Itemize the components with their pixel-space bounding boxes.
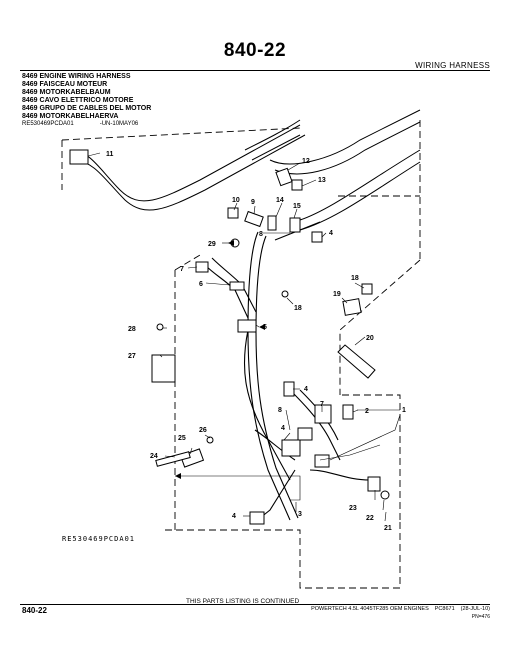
section-title: WIRING HARNESS <box>415 61 490 70</box>
component-set <box>69 149 390 525</box>
callout-23: 23 <box>349 505 357 512</box>
engine-name: POWERTECH 4.5L 4045TF285 OEM ENGINES <box>311 606 429 612</box>
callout-1: 1 <box>402 407 406 414</box>
header-divider <box>20 70 490 71</box>
callout-3: 3 <box>298 511 302 518</box>
callout-22: 22 <box>366 515 374 522</box>
callout-17: 15 <box>293 203 301 210</box>
callout-18: 18 <box>351 275 359 282</box>
callout-10: 8 <box>259 231 263 238</box>
leader-arrows <box>175 240 265 479</box>
illustration-ref-id: RE530469PCDA01 <box>22 121 74 127</box>
callout-25: 25 <box>178 435 186 442</box>
callout-21: 21 <box>384 525 392 532</box>
callout-4: 4 <box>329 230 333 237</box>
callout-14: 12 <box>302 158 310 165</box>
part-name: 8469 MOTORKABELBAUM <box>22 89 111 96</box>
callout-13: 11 <box>106 151 114 158</box>
part-name-list: 8469 ENGINE WIRING HARNESS 8469 FAISCEAU… <box>22 73 151 121</box>
callout-28: 28 <box>128 326 136 333</box>
callout-12: 10 <box>232 197 240 204</box>
callout-2: 2 <box>365 408 369 415</box>
illustration-reference: RE530469PCDA01 -UN-10MAY06 <box>22 121 138 127</box>
illustration-ref-date: -UN-10MAY06 <box>99 121 139 127</box>
page-sub-number: PN=476 <box>471 614 490 620</box>
footer-info: POWERTECH 4.5L 4045TF285 OEM ENGINES PC86… <box>311 606 490 612</box>
part-name: 8469 CAVO ELETTRICO MOTORE <box>22 97 134 104</box>
harness-trunk <box>204 221 371 521</box>
callout-24: 24 <box>150 453 158 460</box>
part-name: 8469 FAISCEAU MOTEUR <box>22 81 108 88</box>
catalog-date: (28-JUL-10) <box>460 606 490 612</box>
illustration-code: RE530469PCDA01 <box>62 535 135 543</box>
callout-15: 13 <box>318 177 326 184</box>
callout-4: 4 <box>281 425 285 432</box>
conduit-set <box>69 109 421 231</box>
callout-19: 19 <box>333 291 341 298</box>
callout-4: 4 <box>304 386 308 393</box>
catalog-number: PC8671 <box>434 606 455 612</box>
part-name: 8469 GRUPO DE CABLES DEL MOTOR <box>22 105 152 112</box>
page-number: 840-22 <box>22 606 47 615</box>
callout-20: 20 <box>366 335 374 342</box>
callout-9: 7 <box>180 266 184 273</box>
callout-27: 27 <box>128 353 136 360</box>
part-name: 8469 ENGINE WIRING HARNESS <box>22 73 131 80</box>
footer-divider <box>20 604 490 605</box>
callout-16: 14 <box>276 197 284 204</box>
callout-8: 6 <box>199 281 203 288</box>
callout-4: 4 <box>232 513 236 520</box>
callout-26: 26 <box>199 427 207 434</box>
continued-note: THIS PARTS LISTING IS CONTINUED <box>186 598 300 605</box>
callout-29: 29 <box>208 241 216 248</box>
page-title: 840-22 <box>223 40 287 61</box>
callout-6: 8 <box>278 407 282 414</box>
leader-lines <box>87 152 401 522</box>
part-name: 8469 MOTORKABELHAERVA <box>22 113 119 120</box>
callout-11: 9 <box>251 199 255 206</box>
callout-18: 18 <box>294 305 302 312</box>
callout-labels: 11 12 13 10 9 14 15 8 4 29 7 6 18 18 19 … <box>106 151 406 532</box>
engine-outline <box>61 120 421 589</box>
callout-5: 7 <box>320 401 324 408</box>
